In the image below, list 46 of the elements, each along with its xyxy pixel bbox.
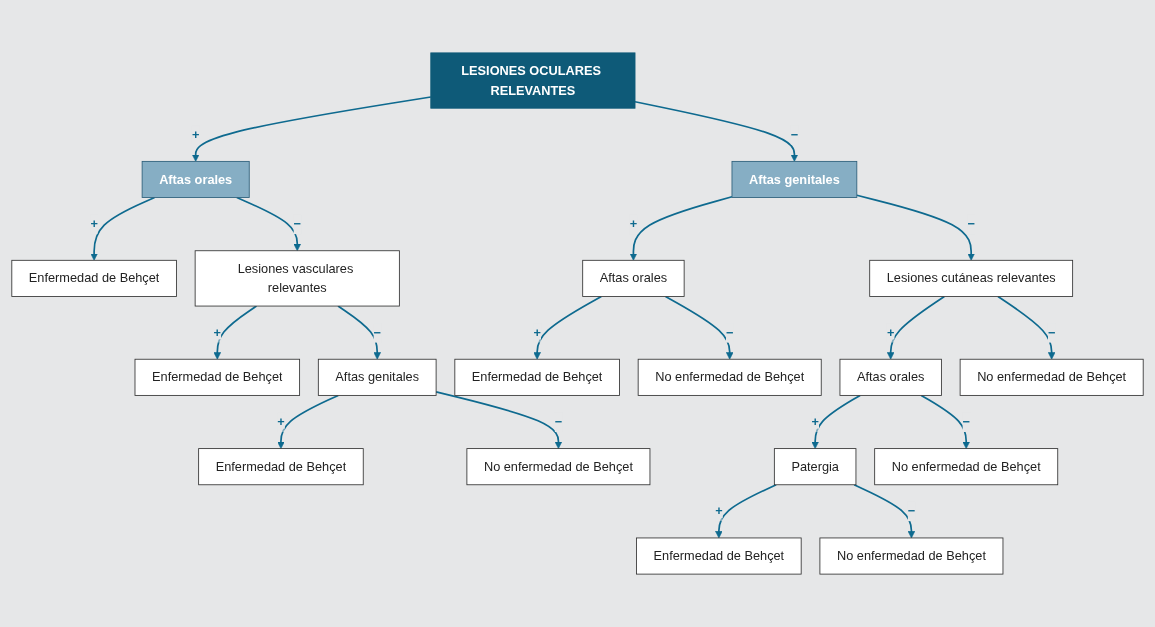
edge-label: + [811,414,819,429]
node-box: Patergia [773,448,857,486]
arrow [997,295,1056,360]
edge-label: + [90,216,98,231]
arrow [235,196,301,252]
edge-label: + [629,216,638,231]
arrow [853,483,916,539]
node-box: Enfermedad de Behçet [198,448,364,486]
arrow [435,391,563,449]
node-box: Enfermedad de Behçet [11,259,177,297]
node-box: Enfermedad de Behçet [636,537,802,575]
node-box: Aftas genitales [317,358,437,396]
edge-label: − [967,216,975,231]
node-box: No enfermedad de Behçet [874,448,1059,486]
edge-label: − [790,126,799,142]
edge-label: − [962,414,970,429]
node-box: Aftas orales [141,160,250,198]
edge-label: + [886,324,895,340]
node-box: Aftas genitales [731,160,858,198]
arrow [855,194,975,261]
node-box: No enfermedad de Behçet [819,537,1004,575]
edge-label: + [213,324,222,340]
node-box: Aftas orales [582,259,685,297]
arrow [337,305,381,360]
arrow [920,394,970,449]
edge-label: − [1047,324,1056,340]
edge-label: − [907,503,916,518]
edge-label: + [277,414,285,429]
node-box: Lesiones cutáneas relevantes [869,259,1074,297]
edge-label: + [715,503,723,518]
node-box: Enfermedad de Behçet [454,358,620,396]
arrow [634,100,799,162]
node-box: Aftas orales [839,358,942,396]
node-box: No enfermedad de Behçet [959,358,1144,396]
edge-label: + [191,126,200,142]
node-box: No enfermedad de Behçet [466,448,651,486]
edge-label: + [533,324,541,340]
edge-label: − [373,324,381,340]
arrow [664,295,734,360]
node-box: Enfermedad de Behçet [134,358,301,396]
edge-label: − [725,324,734,340]
edge-label: − [293,216,301,231]
node-box: Lesiones vasculares relevantes [194,250,400,307]
node-box: LESIONES OCULARES RELEVANTES [430,52,636,109]
edge-label: − [554,414,563,429]
node-box: No enfermedad de Behçet [637,358,822,396]
